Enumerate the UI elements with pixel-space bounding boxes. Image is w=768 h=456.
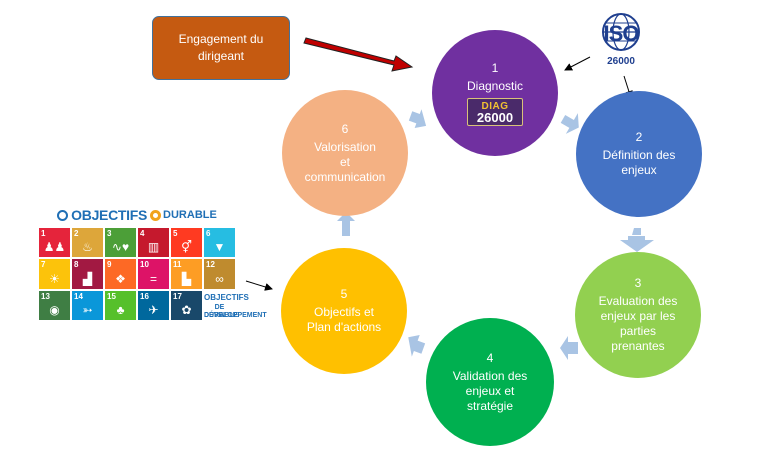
flower-icon: ✿ xyxy=(181,303,192,317)
iso-code: 26000 xyxy=(607,56,635,67)
tree-icon: ♣ xyxy=(116,303,125,317)
odd-header: OBJECTIFS DURABLE xyxy=(37,205,237,225)
odd-tile-14: 14 ➳ xyxy=(72,290,103,320)
water-drop-icon: ▼ xyxy=(213,240,226,255)
equal-icon: = xyxy=(149,271,157,286)
odd-tile-5: 5⚥ xyxy=(171,228,202,258)
growth-chart-icon: ▟ xyxy=(82,271,93,286)
odd-tile-13: 13 ◉ xyxy=(39,290,70,320)
odd-to-plan-arrow xyxy=(245,280,273,291)
step-label: Définition des enjeux xyxy=(602,148,676,177)
step-number: 4 xyxy=(486,350,494,365)
odd-tile-number: 7 xyxy=(41,260,46,270)
cycle-arrow-2-to-3b xyxy=(620,236,654,252)
buildings-icon: ▙ xyxy=(181,271,192,286)
odd-tile-number: 3 xyxy=(107,229,112,238)
odd-brand-text: DURABLE xyxy=(204,311,239,319)
iso-logo: ISO 26000 xyxy=(592,10,650,72)
infinity-icon: ∞ xyxy=(215,271,224,286)
odd-tile-number: 16 xyxy=(140,291,149,301)
odd-tile-number: 13 xyxy=(41,291,50,301)
step-number: 6 xyxy=(341,121,349,136)
step-1-diagnostic: 1 Diagnostic DIAG 26000 xyxy=(432,30,558,156)
odd-tile-number: 12 xyxy=(206,260,215,270)
heartbeat-icon: ∿♥ xyxy=(111,240,130,255)
odd-tile-6: 6▼ xyxy=(204,228,235,258)
step-label: Diagnostic xyxy=(466,78,524,93)
sun-icon: ☀ xyxy=(49,271,60,286)
engagement-box: Engagement du dirigeant xyxy=(152,16,290,80)
cycle-arrow-4-to-5 xyxy=(408,335,426,357)
step-3-evaluation: 3 Evaluation des enjeux par les parties … xyxy=(575,252,701,378)
odd-tile-number: 14 xyxy=(74,291,83,301)
odd-tile-15: 15♣ xyxy=(105,290,136,320)
fish-icon: ➳ xyxy=(82,303,93,317)
odd-tile-9: 9❖ xyxy=(105,259,136,289)
cubes-icon: ❖ xyxy=(115,271,126,286)
step-number: 5 xyxy=(340,287,348,301)
odd-tile-4: 4▥ xyxy=(138,228,169,258)
odd-tile-17: 17 ✿ xyxy=(171,290,202,320)
odd-tile-number: 9 xyxy=(107,260,112,270)
odd-tile-12: 12∞ xyxy=(204,259,235,289)
odd-tile-number: 15 xyxy=(107,291,116,301)
engagement-to-diagnostic-arrow xyxy=(303,37,414,72)
odd-tile-number: 11 xyxy=(173,260,182,270)
odd-tile-10: 10= xyxy=(138,259,169,289)
odd-tile-1: 1 ♟♟ xyxy=(39,228,70,258)
cycle-arrow-3-to-4 xyxy=(560,336,578,360)
step-number: 3 xyxy=(634,276,642,290)
globe-icon xyxy=(602,13,640,51)
odd-tile-number: 4 xyxy=(140,229,145,238)
step-label: Validation des enjeux et stratégie xyxy=(452,368,528,413)
gender-icon: ⚥ xyxy=(181,240,192,255)
iso-to-diagnostic-arrow xyxy=(564,56,591,71)
odd-title-b: DURABLE xyxy=(163,209,217,221)
odd-tile-8: 8▟ xyxy=(72,259,103,289)
odd-tile-number: 5 xyxy=(173,229,178,238)
odd-tile-number: 6 xyxy=(206,229,211,238)
step-4-validation: 4 Validation des enjeux et stratégie xyxy=(426,318,554,446)
step-label: Valorisation et communication xyxy=(304,139,386,184)
odd-tile-number: 1 xyxy=(41,229,46,238)
odd-tile-number: 2 xyxy=(74,229,79,238)
step-2-definition: 2 Définition des enjeux xyxy=(576,91,702,217)
odd-tile-number: 10 xyxy=(140,260,149,270)
step-6-valorisation: 6 Valorisation et communication xyxy=(282,90,408,216)
odd-logo: OBJECTIFS DURABLE 1♟♟2♨3∿♥4▥5⚥6▼7☀8▟9❖10… xyxy=(37,205,267,321)
odd-tile-16: 16 ✈ xyxy=(138,290,169,320)
step-5-objectifs: 5 Objectifs et Plan d'actions xyxy=(281,248,407,374)
cycle-arrow-1-to-2 xyxy=(560,113,579,134)
odd-brand-text: OBJECTIFS xyxy=(204,292,249,302)
dove-icon: ✈ xyxy=(148,303,159,317)
odd-tile-3: 3 ∿♥ xyxy=(105,228,136,258)
step-label: Objectifs et Plan d'actions xyxy=(306,305,382,334)
odd-tile-7: 7☀ xyxy=(39,259,70,289)
odd-tile-number: 8 xyxy=(74,260,79,270)
odd-title-a: OBJECTIFS xyxy=(71,207,148,223)
cycle-arrow-2-to-3 xyxy=(632,228,641,235)
odd-tile-2: 2♨ xyxy=(72,228,103,258)
book-icon: ▥ xyxy=(147,240,160,255)
odd-tile-11: 11▙ xyxy=(171,259,202,289)
diag-26000-logo: DIAG 26000 xyxy=(467,97,523,126)
eye-globe-icon: ◉ xyxy=(49,303,60,317)
odd-tile-number: 17 xyxy=(173,291,182,301)
step-number: 1 xyxy=(491,60,499,75)
step-label: Evaluation des enjeux par les parties pr… xyxy=(598,294,678,353)
cycle-arrow-5-to-6 xyxy=(337,212,355,236)
family-icon: ♟♟ xyxy=(43,240,66,255)
iso-word: ISO xyxy=(603,21,640,46)
odd-grid: 1♟♟2♨3∿♥4▥5⚥6▼7☀8▟9❖10=11▙12∞13◉14➳15♣16… xyxy=(39,228,267,320)
un-emblem-icon xyxy=(57,209,69,221)
step-number: 2 xyxy=(635,130,643,144)
sdg-wheel-icon xyxy=(150,209,162,221)
bowl-icon: ♨ xyxy=(82,240,93,255)
cycle-arrow-6-to-1 xyxy=(408,109,427,129)
